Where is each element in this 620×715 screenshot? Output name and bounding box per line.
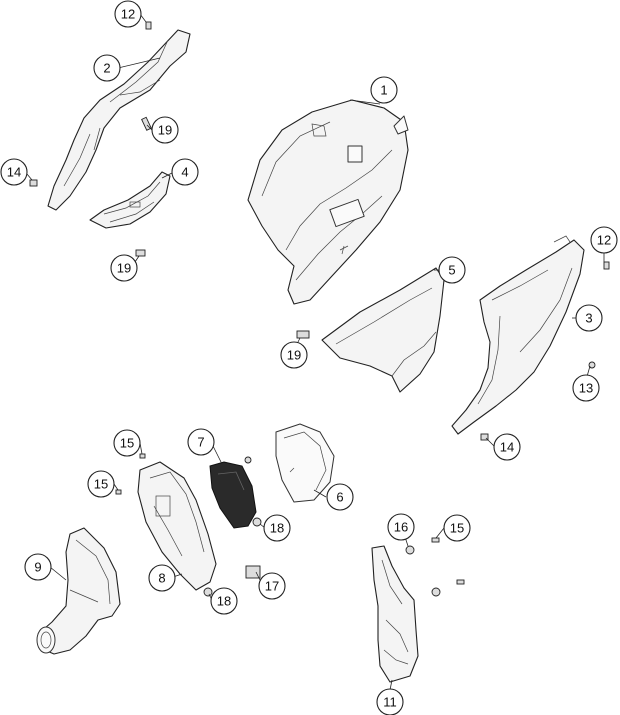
part-4-bracket-cover xyxy=(89,171,171,229)
callout-label: 18 xyxy=(270,521,284,536)
callout-15-upper: 15 xyxy=(113,429,141,457)
washer-top xyxy=(244,456,252,464)
callout-label: 18 xyxy=(217,594,231,609)
callout-19-center: 19 xyxy=(280,341,308,369)
callout-14-left: 14 xyxy=(0,158,28,186)
part-1-main-shroud xyxy=(247,99,409,305)
clip-19-lower xyxy=(135,249,146,257)
callout-label: 15 xyxy=(94,477,108,492)
callout-label: 19 xyxy=(287,348,301,363)
callout-label: 14 xyxy=(500,440,514,455)
callout-label: 4 xyxy=(181,165,188,180)
clamp-17 xyxy=(245,565,261,579)
callout-label: 19 xyxy=(117,261,131,276)
callout-12-right: 12 xyxy=(590,226,618,254)
part-7-filter-element xyxy=(209,461,257,529)
callout-label: 15 xyxy=(450,521,464,536)
hardware-small-parts xyxy=(29,21,610,597)
callout-1: 1 xyxy=(370,76,398,104)
nut-18-upper xyxy=(252,517,262,527)
callout-13: 13 xyxy=(572,374,600,402)
callout-label: 3 xyxy=(585,311,592,326)
callout-label: 15 xyxy=(120,436,134,451)
screw-15-right xyxy=(431,537,440,543)
callout-label: 16 xyxy=(394,520,408,535)
part-9-intake-boot xyxy=(36,527,121,655)
callout-label: 12 xyxy=(597,233,611,248)
callout-label: 1 xyxy=(380,83,387,98)
callout-19-lower: 19 xyxy=(110,254,138,282)
callout-label: 19 xyxy=(158,123,172,138)
callout-9: 9 xyxy=(24,553,52,581)
screw-guard xyxy=(456,579,465,585)
callout-5: 5 xyxy=(438,256,466,284)
screw-14-left xyxy=(29,179,38,187)
part-8-filter-box xyxy=(137,461,217,591)
part-11-guard xyxy=(371,545,419,683)
clip-19-center xyxy=(296,330,310,339)
callout-2: 2 xyxy=(93,54,121,82)
callout-label: 7 xyxy=(197,435,204,450)
callout-3: 3 xyxy=(575,304,603,332)
callout-17: 17 xyxy=(258,572,286,600)
callout-label: 12 xyxy=(121,7,135,22)
screw-12-right xyxy=(603,261,610,270)
part-2-side-trim xyxy=(47,29,191,211)
callout-label: 17 xyxy=(265,579,279,594)
callout-label: 6 xyxy=(336,490,343,505)
callout-18-lower: 18 xyxy=(210,587,238,615)
callout-label: 14 xyxy=(7,165,21,180)
screw-15-upper xyxy=(139,453,146,459)
callout-7: 7 xyxy=(187,428,215,456)
callout-label: 2 xyxy=(103,61,110,76)
screw-14-right xyxy=(480,433,489,441)
callout-label: 13 xyxy=(579,381,593,396)
screw-15-left xyxy=(115,489,122,495)
callout-19-upper: 19 xyxy=(151,116,179,144)
callout-label: 5 xyxy=(448,263,455,278)
nut-18-lower xyxy=(203,587,213,597)
callout-14-right: 14 xyxy=(493,433,521,461)
part-5-side-panel xyxy=(321,267,445,393)
callout-16: 16 xyxy=(387,513,415,541)
part-3-right-side-cover xyxy=(451,235,585,435)
nut-guard xyxy=(431,587,441,597)
callout-11: 11 xyxy=(376,688,404,715)
callout-12-upper: 12 xyxy=(114,0,142,28)
callout-4: 4 xyxy=(171,158,199,186)
nut-16 xyxy=(405,545,415,555)
callout-label: 8 xyxy=(158,571,165,586)
part-6-filter-cover xyxy=(275,423,335,503)
screw-12-upper xyxy=(145,21,152,30)
callout-label: 9 xyxy=(34,560,41,575)
callout-8: 8 xyxy=(148,564,176,592)
nut-13 xyxy=(588,361,596,369)
callout-18-upper: 18 xyxy=(263,514,291,542)
callout-6: 6 xyxy=(326,483,354,511)
callout-15-left: 15 xyxy=(87,470,115,498)
callout-15-right: 15 xyxy=(443,514,471,542)
callout-label: 11 xyxy=(383,695,397,710)
